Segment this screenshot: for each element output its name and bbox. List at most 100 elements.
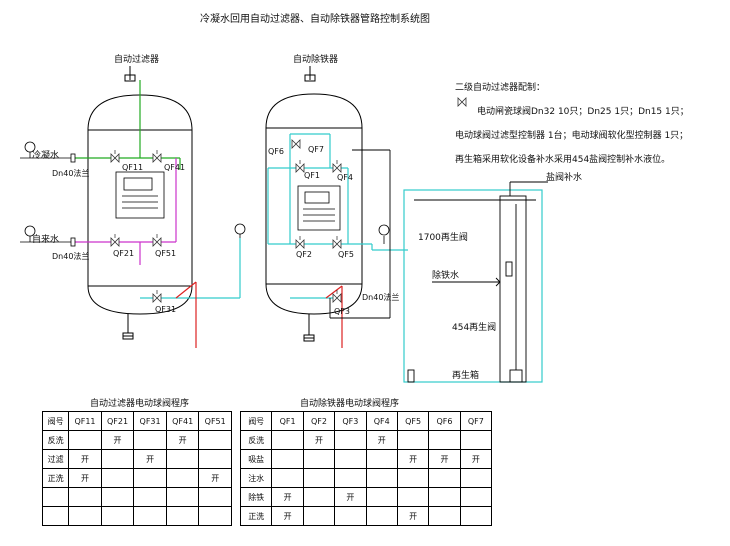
table-cell: 开 [165, 430, 200, 450]
table-cell: 正洗 [41, 468, 70, 488]
table-cell [428, 487, 461, 507]
valve-symbols [110, 97, 467, 303]
table-cell: 开 [396, 506, 430, 526]
table-cell: 开 [334, 487, 367, 507]
valve-label-qf5: QF5 [338, 250, 354, 259]
table-cell: 开 [271, 487, 304, 507]
table-cell [198, 449, 232, 469]
table-cell [271, 430, 304, 450]
table-cell [165, 506, 200, 526]
table-cell: 开 [302, 430, 336, 450]
table-header-cell: QF3 [334, 411, 367, 431]
table-cell: 开 [68, 468, 102, 488]
iron-table-title: 自动除铁器电动球阀程序 [300, 399, 400, 409]
table-row [41, 487, 232, 507]
drain-symbols [122, 66, 316, 342]
table-row: 除铁开开 [239, 487, 493, 507]
table-header-cell: QF4 [365, 411, 398, 431]
table-cell [133, 487, 167, 507]
iron-label: 自动除铁器 [293, 53, 338, 65]
table-cell: 开 [365, 430, 398, 450]
filter-label: 自动过滤器 [114, 53, 159, 65]
table-cell: 开 [459, 449, 493, 469]
table-cell [428, 506, 461, 526]
table-cell [365, 487, 398, 507]
table-cell [302, 468, 336, 488]
table-header-cell: QF7 [459, 411, 493, 431]
green-pipes [72, 80, 181, 170]
table-header-cell: QF11 [68, 411, 102, 431]
note-line-4: 再生箱采用软化设备补水采用454盐阀控制补水液位。 [455, 155, 671, 165]
table-header-cell: QF2 [302, 411, 336, 431]
condensate-label: 冷凝水 [32, 149, 59, 161]
table-cell [334, 449, 367, 469]
table-cell [334, 468, 367, 488]
table-cell: 开 [68, 449, 102, 469]
valve-label-qf3: QF3 [334, 307, 350, 316]
table-cell [198, 430, 232, 450]
table-cell [68, 430, 102, 450]
table-cell [41, 487, 70, 507]
table-row: 吸盐开开开 [239, 449, 493, 469]
table-cell [396, 487, 430, 507]
table-header-cell: QF21 [100, 411, 135, 431]
table-cell: 正洗 [239, 506, 273, 526]
table-cell [100, 468, 135, 488]
table-cell [334, 506, 367, 526]
table-cell: 开 [271, 506, 304, 526]
regen-1700-label: 1700再生阀 [418, 231, 468, 243]
table-cell: 过滤 [41, 449, 70, 469]
table-row: 正洗开开 [41, 468, 232, 488]
iron-controller [297, 185, 341, 231]
table-cell: 开 [428, 449, 461, 469]
table-row [41, 506, 232, 526]
table-cell [334, 430, 367, 450]
valve-label-qf41: QF41 [164, 163, 185, 172]
table-cell [271, 468, 304, 488]
table-header-cell: QF31 [133, 411, 167, 431]
table-cell [459, 430, 493, 450]
table-cell: 反洗 [239, 430, 273, 450]
note-line-1: 二级自动过滤器配制： [455, 83, 546, 93]
table-header-cell: QF1 [271, 411, 304, 431]
table-cell [133, 468, 167, 488]
table-cell [428, 468, 461, 488]
valve-label-qf2: QF2 [296, 250, 312, 259]
table-cell: 注水 [239, 468, 273, 488]
dn40-label-2: Dn40法兰 [52, 251, 89, 261]
table-row: 反洗开开 [41, 430, 232, 450]
table-cell [165, 449, 200, 469]
table-cell [100, 506, 135, 526]
table-cell [165, 487, 200, 507]
table-header-cell: QF51 [198, 411, 232, 431]
table-row: 正洗开开 [239, 506, 493, 526]
table-row: 反洗 开 开 [239, 430, 493, 450]
table-header-cell: QF5 [396, 411, 430, 431]
valve-label-qf7: QF7 [308, 145, 324, 154]
regen-tank-label: 再生箱 [452, 369, 479, 381]
tap-water-label: 自来水 [32, 233, 59, 245]
table-cell [198, 506, 232, 526]
valve-label-qf51: QF51 [155, 249, 176, 258]
table-cell [365, 468, 398, 488]
table-cell [271, 449, 304, 469]
table-cell [302, 506, 336, 526]
valve-label-qf4: QF4 [337, 173, 353, 182]
red-pipes [175, 281, 343, 348]
filter-table-title: 自动过滤器电动球阀程序 [90, 399, 190, 409]
dn40-label-1: Dn40法兰 [52, 168, 89, 178]
valve-label-qf11: QF11 [122, 163, 143, 172]
valve-label-qf31: QF31 [155, 305, 176, 314]
dn40-label-3: Dn40法兰 [362, 292, 399, 302]
table-cell: 开 [198, 468, 232, 488]
table-cell [100, 487, 135, 507]
table-cell [41, 506, 70, 526]
black-pipes [329, 149, 548, 383]
table-cell [165, 468, 200, 488]
note-line-2: 电动闸瓷球阀Dn32 10只；Dn25 1只；Dn15 1只； [477, 107, 689, 117]
table-cell [459, 506, 493, 526]
table-cell: 开 [100, 430, 135, 450]
table-cell [428, 430, 461, 450]
